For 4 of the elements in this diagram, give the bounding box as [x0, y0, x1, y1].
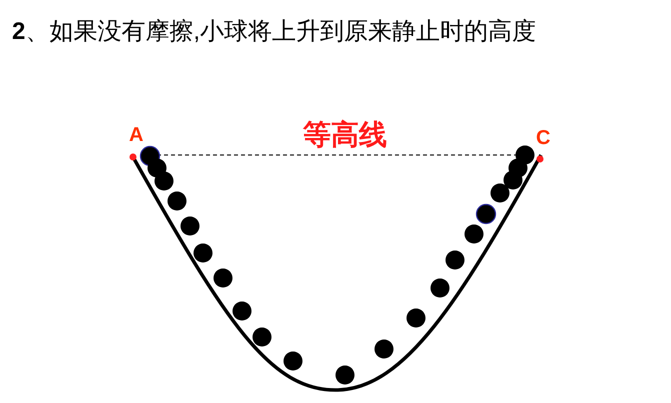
- heading: 2、如果没有摩擦,小球将上升到原来静止时的高度: [12, 20, 536, 44]
- point-label: A: [129, 125, 144, 145]
- point-label: C: [536, 128, 550, 148]
- level-line-label: 等高线: [303, 121, 387, 149]
